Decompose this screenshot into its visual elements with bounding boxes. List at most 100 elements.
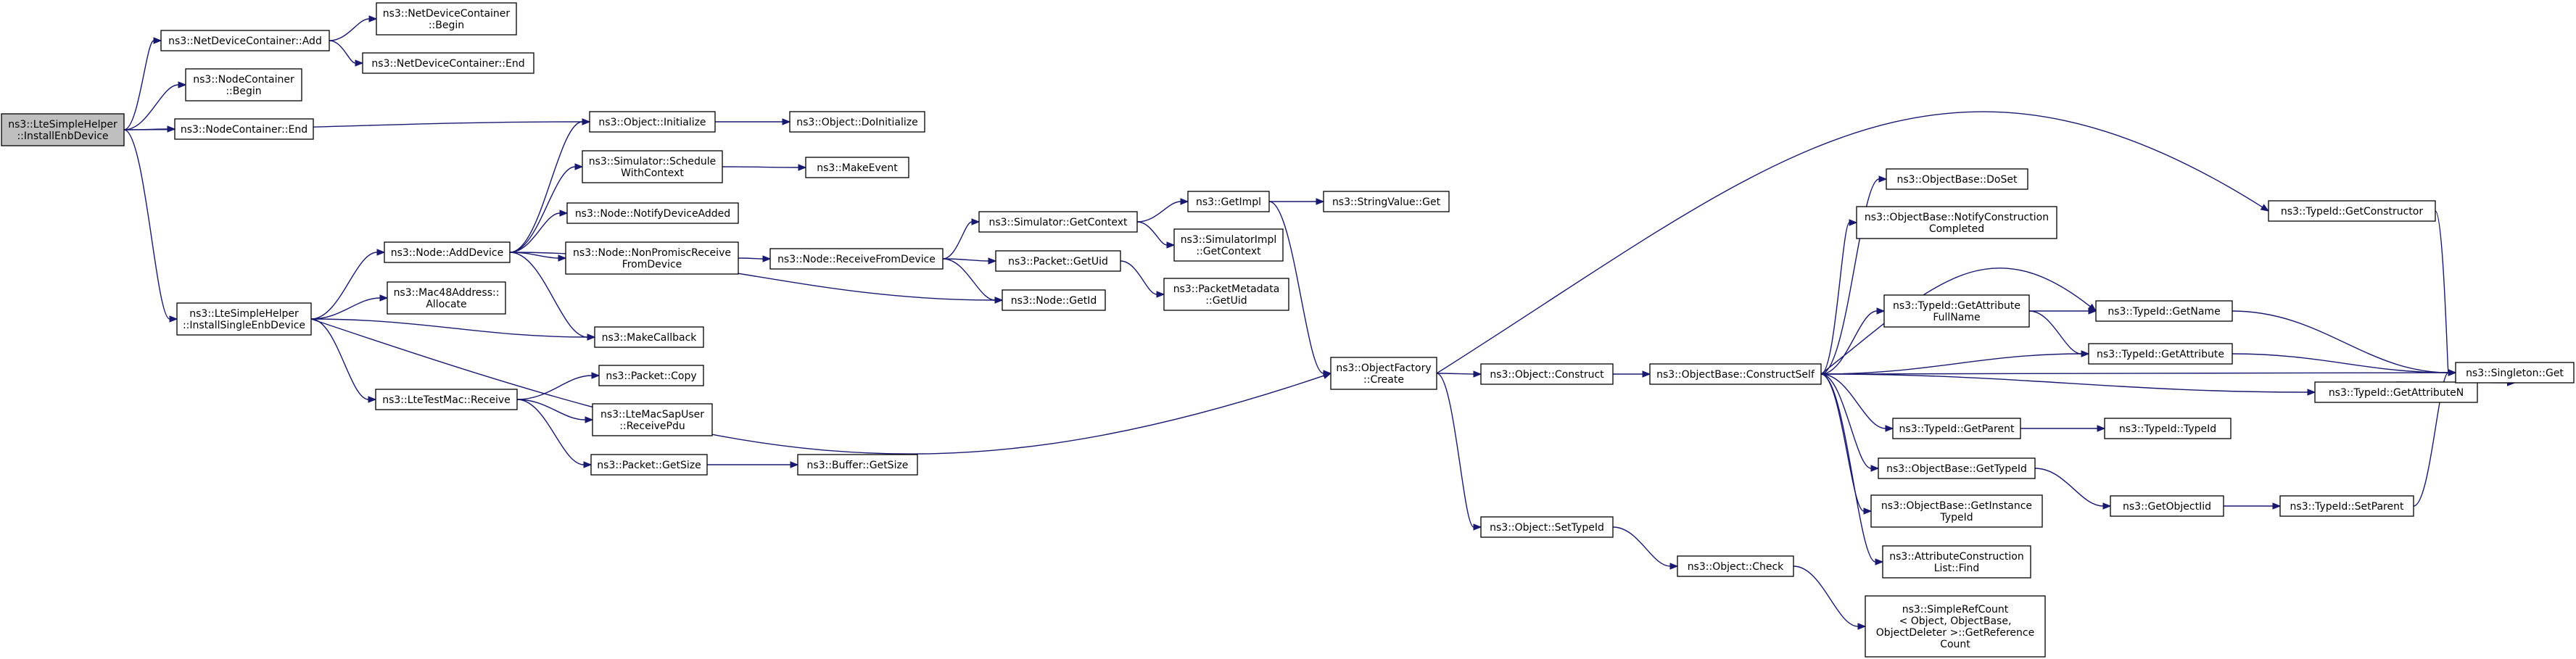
node-box[interactable]	[590, 454, 708, 476]
node-box[interactable]	[1892, 418, 2021, 439]
node-box[interactable]	[565, 241, 739, 275]
node-obj-init[interactable]: ns3::Object::Initialize	[589, 111, 716, 133]
node-install-single[interactable]: ns3::LteSimpleHelper::InstallSingleEnbDe…	[176, 302, 312, 336]
node-box[interactable]	[769, 248, 944, 270]
node-obj-settid[interactable]: ns3::Object::SetTypeId	[1480, 516, 1614, 538]
node-ltemac-recv[interactable]: ns3::LteMacSapUser::ReceivePdu	[592, 403, 713, 436]
node-pkt-getsize[interactable]: ns3::Packet::GetSize	[590, 454, 708, 476]
node-node-adddev[interactable]: ns3::Node::AddDevice	[384, 241, 511, 263]
node-box[interactable]	[160, 30, 330, 51]
node-box[interactable]	[1882, 545, 2031, 579]
node-box[interactable]	[1649, 363, 1822, 385]
node-obj-check[interactable]: ns3::Object::Check	[1677, 555, 1794, 577]
node-ob-doset[interactable]: ns3::ObjectBase::DoSet	[1886, 168, 2028, 190]
node-box[interactable]	[789, 111, 925, 133]
node-tid-getctor[interactable]: ns3::TypeId::GetConstructor	[2268, 200, 2436, 222]
node-getimpl[interactable]: ns3::GetImpl	[1187, 191, 1270, 212]
node-box[interactable]	[2095, 300, 2233, 322]
node-ob-notify[interactable]: ns3::ObjectBase::NotifyConstructionCompl…	[1856, 206, 2057, 239]
node-box[interactable]	[1878, 457, 2036, 479]
node-box[interactable]	[566, 202, 739, 224]
node-box[interactable]	[384, 241, 511, 263]
node-box[interactable]	[362, 52, 534, 74]
node-tid-setparent[interactable]: ns3::TypeId::SetParent	[2279, 495, 2414, 517]
node-box[interactable]	[995, 250, 1121, 272]
node-install-enb[interactable]: ns3::LteSimpleHelper::InstallEnbDevice	[1, 113, 125, 146]
node-box[interactable]	[1886, 168, 2028, 190]
node-pm-getuid[interactable]: ns3::PacketMetadata::GetUid	[1163, 278, 1289, 311]
node-ndc-add[interactable]: ns3::NetDeviceContainer::Add	[160, 30, 330, 51]
node-ndc-end[interactable]: ns3::NetDeviceContainer::End	[362, 52, 534, 74]
node-box[interactable]	[2314, 381, 2478, 403]
node-box[interactable]	[2088, 343, 2233, 365]
node-ndc-begin[interactable]: ns3::NetDeviceContainer::Begin	[376, 2, 517, 36]
node-box[interactable]	[1883, 294, 2030, 328]
node-box[interactable]	[978, 211, 1138, 233]
node-box[interactable]	[185, 68, 302, 101]
node-tid-getattrn[interactable]: ns3::TypeId::GetAttributeN	[2314, 381, 2478, 403]
node-node-nda[interactable]: ns3::Node::NotifyDeviceAdded	[566, 202, 739, 224]
node-box[interactable]	[598, 365, 704, 386]
node-box[interactable]	[594, 326, 704, 348]
node-box[interactable]	[2279, 495, 2414, 517]
node-box[interactable]	[1187, 191, 1270, 212]
node-box[interactable]	[2110, 495, 2224, 517]
node-box[interactable]	[2104, 418, 2232, 439]
node-ob-cs[interactable]: ns3::ObjectBase::ConstructSelf	[1649, 363, 1822, 385]
node-tid-getattr[interactable]: ns3::TypeId::GetAttribute	[2088, 343, 2233, 365]
node-ltm-recv[interactable]: ns3::LteTestMac::Receive	[375, 389, 518, 410]
node-box[interactable]	[592, 403, 713, 436]
node-make-cb[interactable]: ns3::MakeCallback	[594, 326, 704, 348]
node-box[interactable]	[176, 302, 312, 336]
node-node-getid[interactable]: ns3::Node::GetId	[1002, 289, 1106, 311]
node-box[interactable]	[387, 281, 506, 315]
node-sv-get[interactable]: ns3::StringValue::Get	[1323, 191, 1450, 212]
node-singleton-get[interactable]: ns3::Singleton::Get	[2455, 362, 2575, 384]
node-pkt-getuid[interactable]: ns3::Packet::GetUid	[995, 250, 1121, 272]
node-box[interactable]	[1677, 555, 1794, 577]
node-box[interactable]	[805, 157, 909, 178]
node-obj-doinit[interactable]: ns3::Object::DoInitialize	[789, 111, 925, 133]
node-pkt-copy[interactable]: ns3::Packet::Copy	[598, 365, 704, 386]
node-make-event[interactable]: ns3::MakeEvent	[805, 157, 909, 178]
node-box[interactable]	[1323, 191, 1450, 212]
node-nc-end[interactable]: ns3::NodeContainer::End	[174, 118, 314, 140]
node-box[interactable]	[1870, 494, 2043, 528]
node-getobjectiid[interactable]: ns3::GetObjectIid	[2110, 495, 2224, 517]
node-tid-typeid[interactable]: ns3::TypeId::TypeId	[2104, 418, 2232, 439]
node-ob-gettid[interactable]: ns3::ObjectBase::GetTypeId	[1878, 457, 2036, 479]
node-obj-construct[interactable]: ns3::Object::Construct	[1480, 363, 1614, 385]
node-srefcount[interactable]: ns3::SimpleRefCount< Object, ObjectBase,…	[1865, 595, 2046, 658]
node-nc-begin[interactable]: ns3::NodeContainer::Begin	[185, 68, 302, 101]
node-buf-getsize[interactable]: ns3::Buffer::GetSize	[797, 454, 918, 476]
node-node-recv[interactable]: ns3::Node::ReceiveFromDevice	[769, 248, 944, 270]
node-sim-getctx[interactable]: ns3::Simulator::GetContext	[978, 211, 1138, 233]
node-mac48[interactable]: ns3::Mac48Address::Allocate	[387, 281, 506, 315]
node-box[interactable]	[1856, 206, 2057, 239]
node-tid-getname[interactable]: ns3::TypeId::GetName	[2095, 300, 2233, 322]
node-box[interactable]	[375, 389, 518, 410]
node-box[interactable]	[1330, 357, 1437, 390]
node-box[interactable]	[1002, 289, 1106, 311]
node-box[interactable]	[376, 2, 517, 36]
node-box[interactable]	[1, 113, 125, 146]
node-simimpl-ctx[interactable]: ns3::SimulatorImpl::GetContext	[1173, 228, 1284, 262]
node-box[interactable]	[797, 454, 918, 476]
node-tid-getparent[interactable]: ns3::TypeId::GetParent	[1892, 418, 2021, 439]
node-box[interactable]	[174, 118, 314, 140]
node-box[interactable]	[1480, 363, 1614, 385]
node-box[interactable]	[2268, 200, 2436, 222]
node-box[interactable]	[1480, 516, 1614, 538]
node-box[interactable]	[1865, 595, 2046, 658]
node-box[interactable]	[1173, 228, 1284, 262]
node-box[interactable]	[2455, 362, 2575, 384]
node-of-create[interactable]: ns3::ObjectFactory::Create	[1330, 357, 1437, 390]
node-box[interactable]	[589, 111, 716, 133]
node-box[interactable]	[1163, 278, 1289, 311]
node-box[interactable]	[582, 150, 723, 183]
